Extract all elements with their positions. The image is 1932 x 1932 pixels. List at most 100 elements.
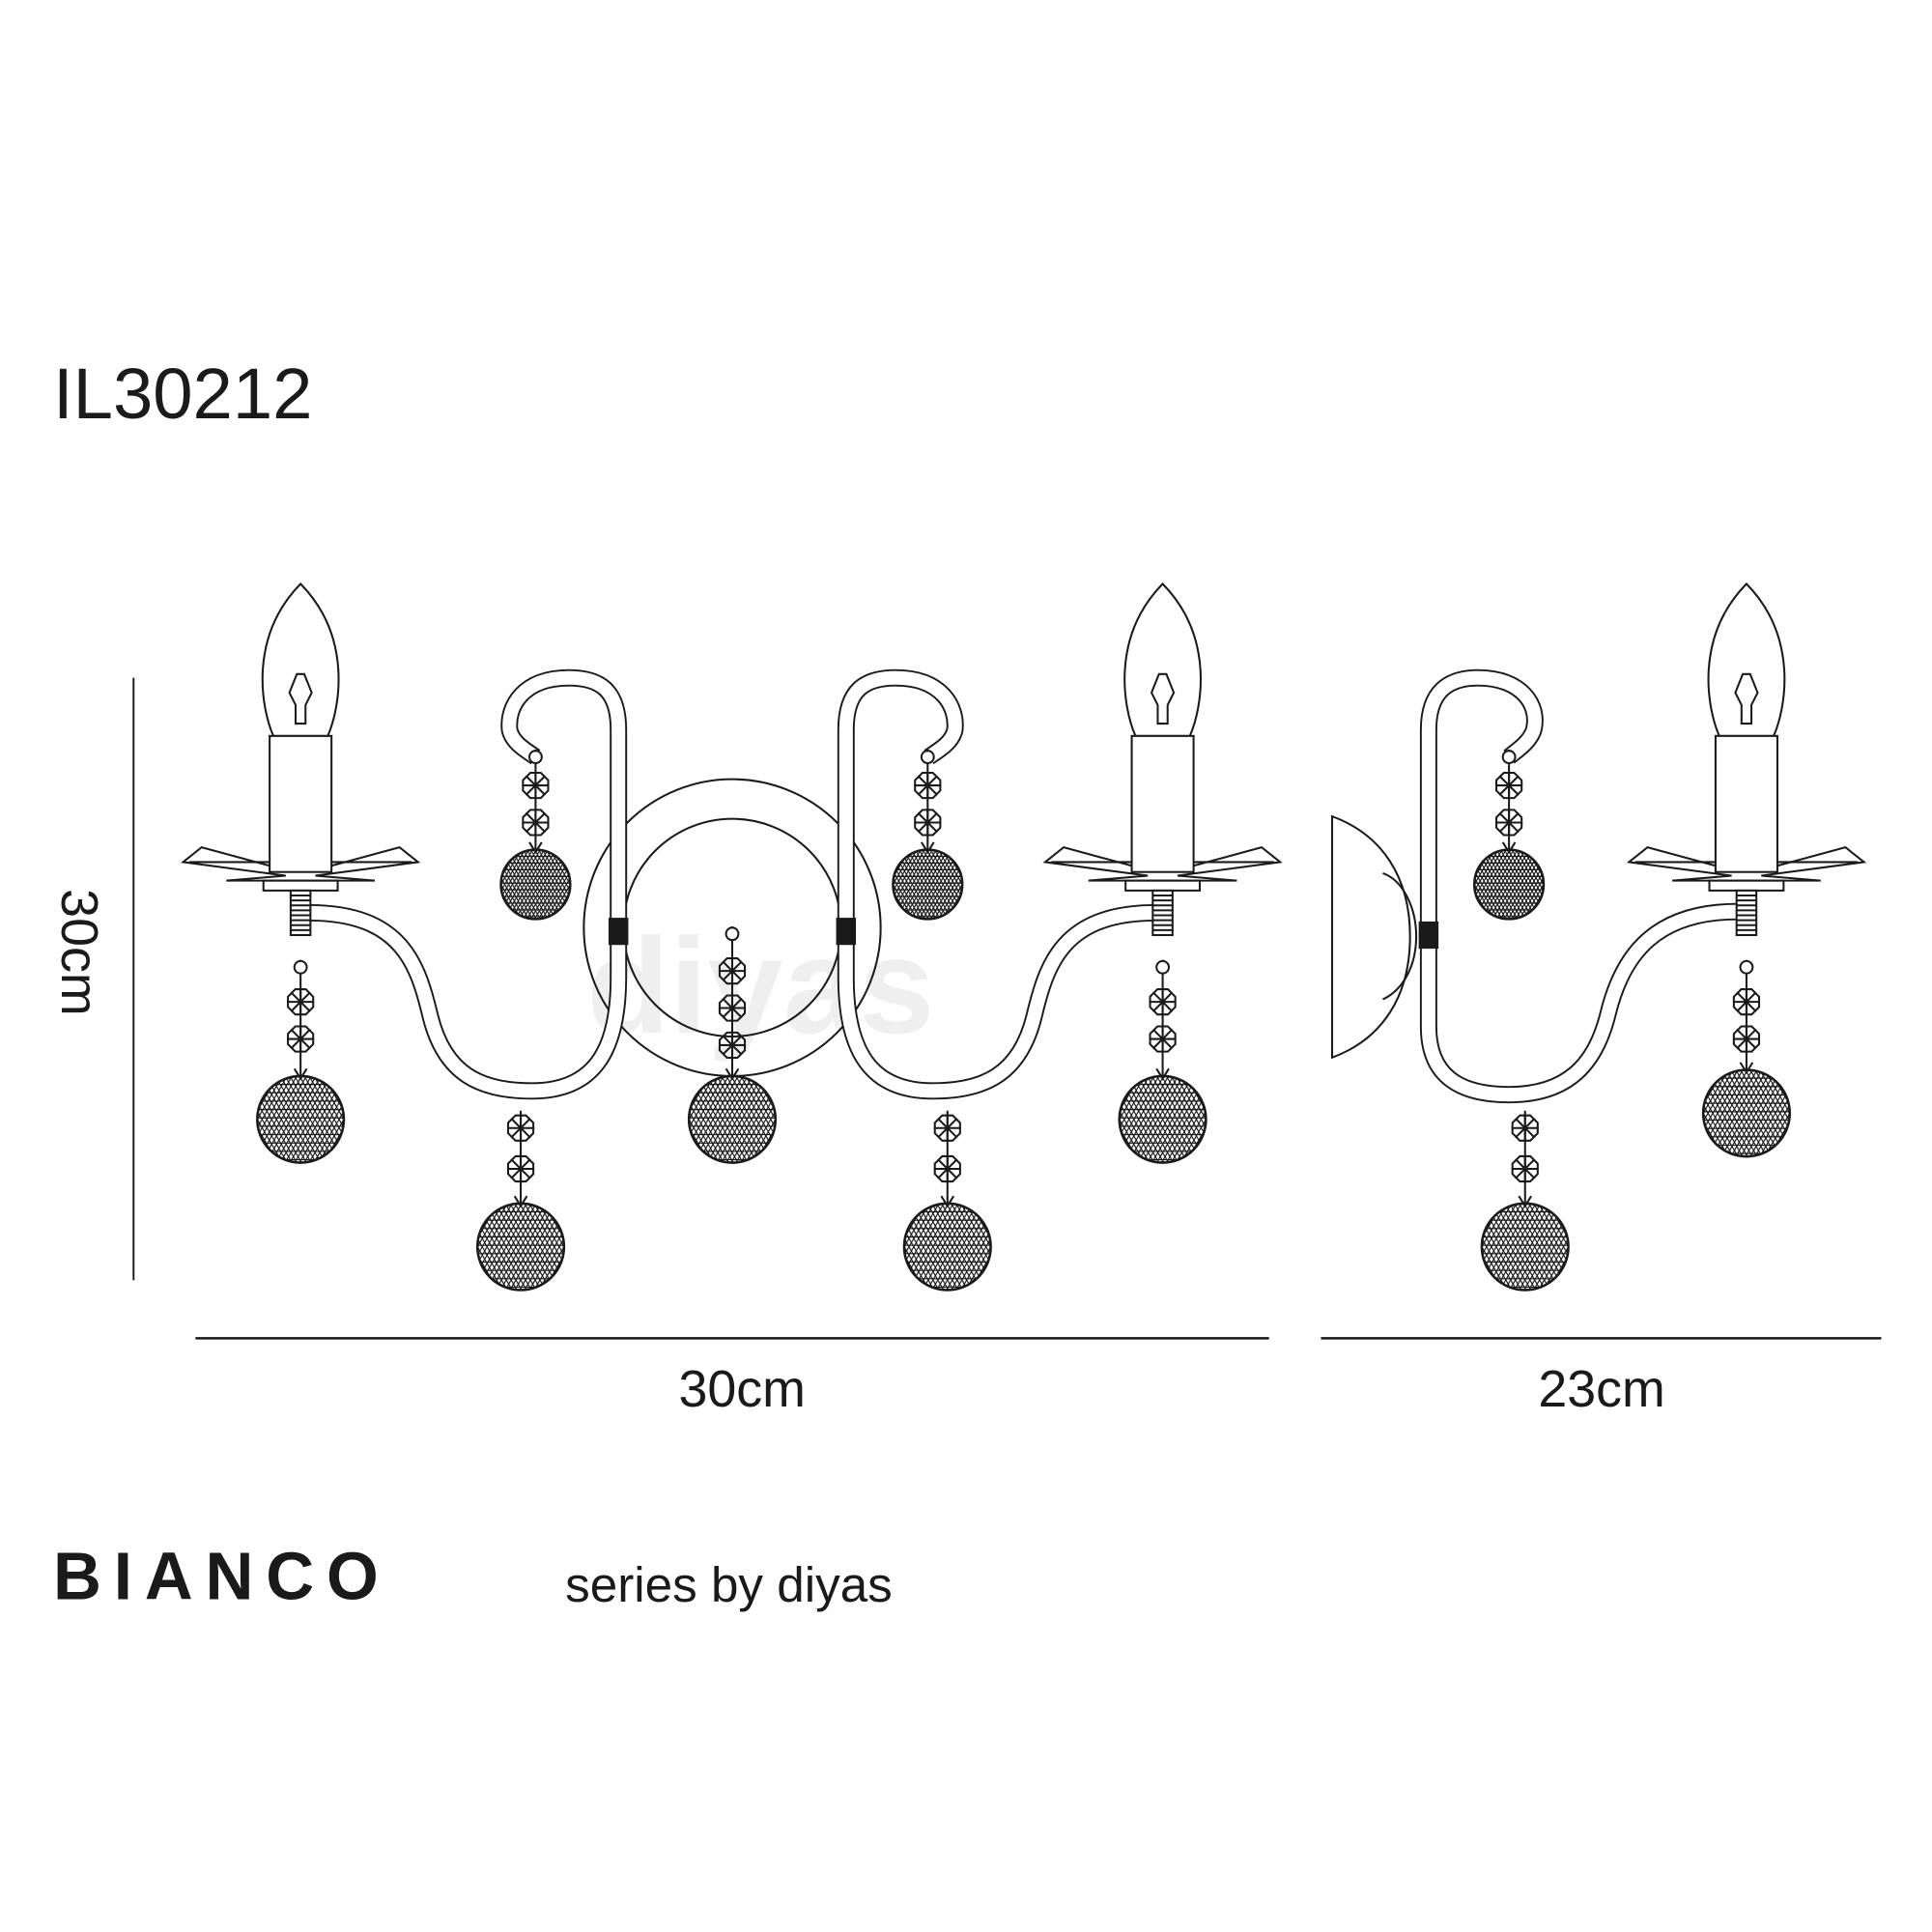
- octagon-crystal: [506, 1154, 535, 1183]
- octagon-outline: [1495, 771, 1523, 800]
- arm-clamp: [836, 918, 857, 946]
- facet: [1736, 991, 1757, 1012]
- facet-line: [318, 1075, 344, 1163]
- facet: [722, 997, 743, 1019]
- facet: [510, 1158, 531, 1179]
- facet: [1515, 1118, 1536, 1139]
- hook-ring: [1155, 959, 1171, 975]
- facet-line: [951, 1203, 991, 1291]
- arm-clamp: [1418, 921, 1439, 950]
- facet-line: [549, 849, 571, 920]
- facet-line: [1515, 849, 1544, 920]
- facet: [937, 1118, 958, 1139]
- facet-line: [754, 1075, 776, 1163]
- candle-tube: [1714, 734, 1778, 873]
- octagon-outline: [1732, 1025, 1761, 1053]
- crystal-ball: [499, 841, 572, 921]
- facet: [722, 960, 743, 981]
- facet: [290, 991, 311, 1012]
- hook-ring: [1739, 959, 1754, 975]
- ball-facets: [1119, 1075, 1207, 1163]
- octagon-outline: [287, 1025, 315, 1053]
- facet: [1498, 775, 1520, 796]
- facet-line: [303, 1075, 344, 1163]
- candle-tube: [1130, 734, 1195, 873]
- facet: [510, 1118, 531, 1139]
- facet-line: [1749, 1069, 1790, 1157]
- left-arm-fill: [309, 670, 626, 1098]
- facet-line: [533, 1203, 564, 1291]
- bulb-filament: [1734, 672, 1759, 725]
- series-tagline: series by diyas: [565, 1557, 893, 1612]
- octagon-crystal: [933, 1114, 961, 1142]
- facet-line: [1526, 849, 1544, 920]
- facet-line: [538, 1203, 564, 1291]
- crystal-pendant: [892, 749, 964, 921]
- octagon-outline: [1149, 988, 1177, 1016]
- crystal-ball: [1472, 841, 1546, 921]
- facet-line: [318, 1075, 344, 1163]
- facet-line: [965, 1203, 991, 1291]
- candle-light: [180, 582, 421, 937]
- side-lower-arm: [1419, 902, 1739, 1104]
- octagon-crystal: [522, 809, 550, 837]
- octagon-outline: [522, 809, 550, 837]
- series-name: BIANCO: [53, 1539, 390, 1614]
- candle-bulb: [1123, 582, 1202, 737]
- octagon-crystal: [1732, 988, 1761, 1016]
- facet-line: [543, 1203, 564, 1291]
- facet-line: [750, 1075, 776, 1163]
- ball-cap: [1155, 1067, 1170, 1081]
- octagon-outline: [1149, 1025, 1177, 1053]
- spring-holder: [1735, 889, 1758, 937]
- facet-line: [1769, 1069, 1790, 1157]
- octagon-crystal: [1149, 1025, 1177, 1053]
- facet-line: [1533, 1203, 1569, 1291]
- ball-cap: [293, 1067, 308, 1081]
- facet: [1151, 1028, 1174, 1050]
- facet-line: [933, 849, 963, 920]
- octagon-crystal: [1511, 1114, 1539, 1142]
- ball-facets: [893, 849, 963, 920]
- facet: [1515, 1158, 1536, 1179]
- octagon-crystal: [914, 809, 942, 837]
- crystal-ball: [892, 841, 964, 921]
- facet-line: [955, 1203, 991, 1291]
- hook-ring: [527, 750, 543, 765]
- ball-cap: [1501, 841, 1517, 855]
- collar: [1124, 879, 1202, 892]
- facet: [722, 1035, 743, 1056]
- facet-line: [970, 1203, 991, 1291]
- facet-line: [1538, 1203, 1569, 1291]
- crystal-ball: [1480, 1195, 1570, 1292]
- octagon-outline: [1495, 809, 1523, 837]
- crystal-ball: [1701, 1062, 1792, 1158]
- spring-holder: [289, 889, 312, 937]
- octagon-crystal: [506, 1114, 535, 1142]
- facet-line: [1165, 1075, 1207, 1163]
- hook-ring: [920, 750, 935, 765]
- crystal-ball: [902, 1195, 992, 1292]
- octagon-crystal: [287, 988, 315, 1016]
- octagon-outline: [718, 1031, 747, 1060]
- arm-clamp: [608, 918, 629, 946]
- octagon-outline: [506, 1114, 535, 1142]
- ball-cap: [1518, 1195, 1533, 1208]
- side-upper-arm-fill: [1421, 670, 1542, 916]
- height-label: 30cm: [50, 889, 108, 1015]
- facet-line: [553, 849, 571, 920]
- facet-line: [1522, 849, 1544, 920]
- crystal-pendant: [499, 749, 572, 921]
- facet-line: [960, 1203, 991, 1291]
- ball-cap: [724, 1067, 740, 1081]
- facet-line: [941, 849, 963, 920]
- facet-line: [313, 1075, 344, 1163]
- facet-line: [750, 1075, 776, 1163]
- crystal-pendant: [1701, 959, 1792, 1158]
- octagon-outline: [933, 1154, 961, 1183]
- collar: [1708, 879, 1785, 892]
- octagon-crystal: [914, 771, 942, 800]
- facet-line: [1764, 1069, 1790, 1157]
- facet: [917, 811, 938, 834]
